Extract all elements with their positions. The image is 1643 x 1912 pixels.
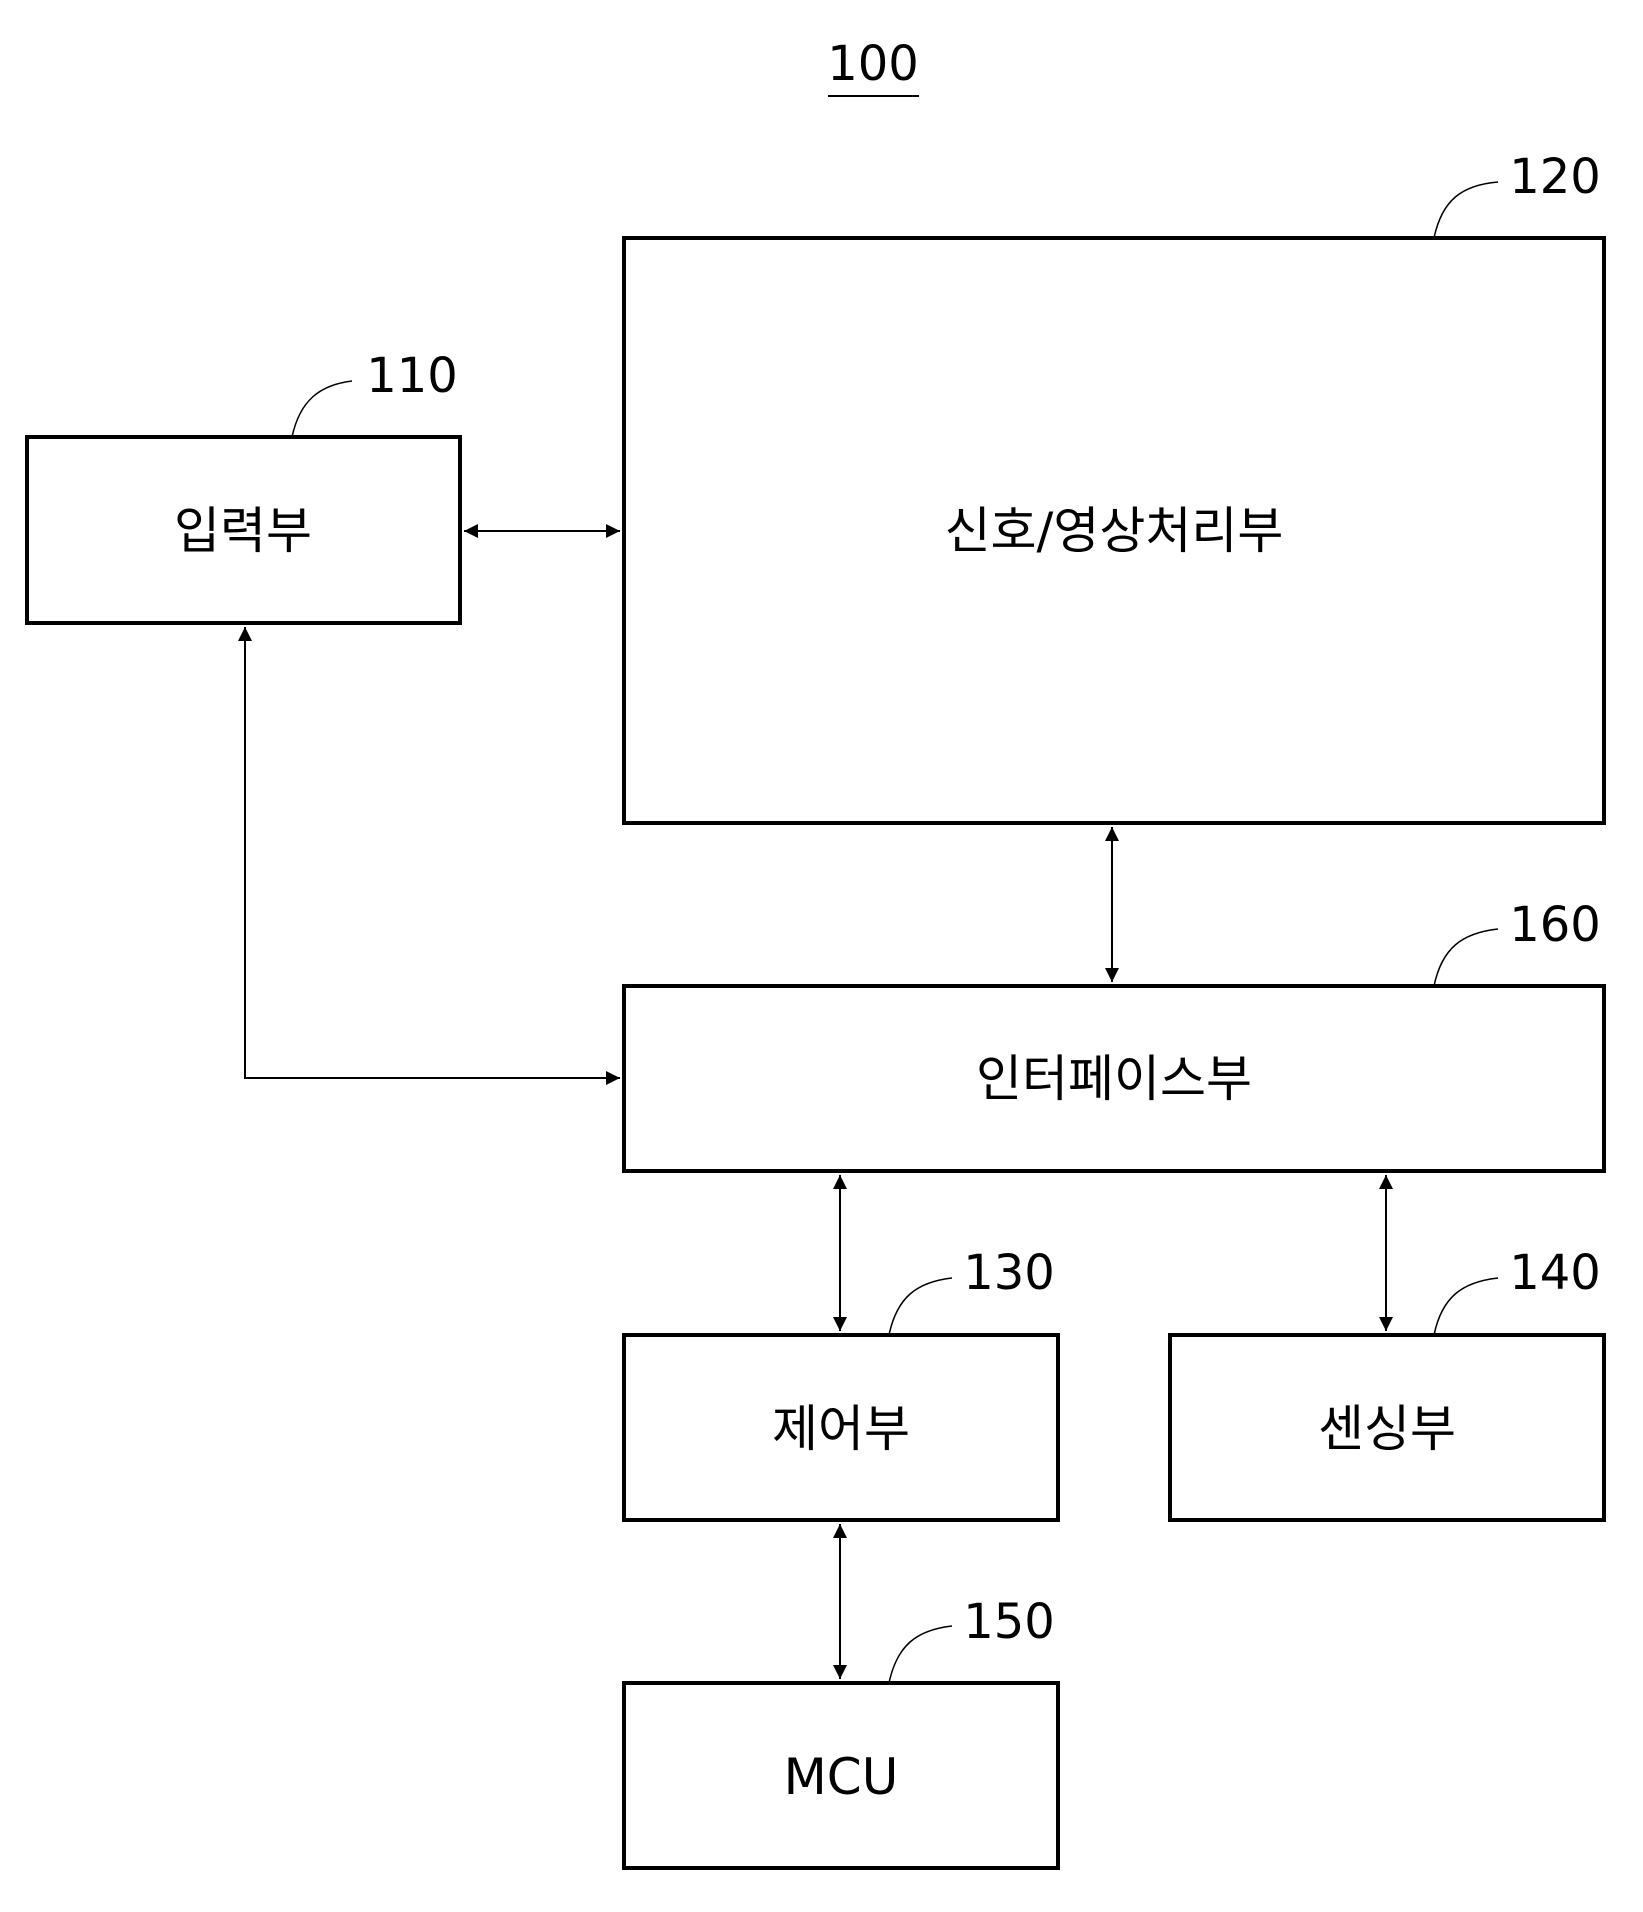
block-input-box: [25, 435, 462, 625]
block-control: 제어부 130: [622, 1245, 1060, 1522]
leader-line-150: [888, 1625, 953, 1684]
arrow-input-interface: [238, 627, 620, 1085]
block-mcu: MCU 150: [622, 1594, 1060, 1870]
ref-110: 110: [366, 348, 458, 404]
ref-140: 140: [1509, 1245, 1601, 1301]
leader-line-120: [1433, 181, 1499, 239]
leader-line-160: [1433, 928, 1499, 987]
block-input-label: 입력부: [174, 502, 312, 560]
ref-150: 150: [963, 1594, 1055, 1650]
block-signal-processing: 신호/영상처리부 120: [622, 149, 1606, 825]
ref-130: 130: [963, 1245, 1055, 1301]
figure-reference: 100: [827, 36, 919, 92]
ref-160: 160: [1509, 897, 1601, 953]
block-signal-processing-box: [622, 236, 1606, 825]
block-sensing-label: 센싱부: [1318, 1400, 1456, 1458]
leader-line-140: [1433, 1277, 1499, 1336]
ref-120: 120: [1509, 149, 1601, 205]
leader-line-130: [888, 1277, 953, 1336]
leader-line-110: [291, 380, 353, 438]
block-mcu-label: MCU: [784, 1748, 899, 1806]
block-interface-label: 인터페이스부: [976, 1050, 1252, 1108]
block-signal-processing-label: 신호/영상처리부: [945, 502, 1284, 560]
block-input: 입력부 110: [25, 348, 462, 625]
block-interface: 인터페이스부 160: [622, 897, 1606, 1173]
block-sensing: 센싱부 140: [1168, 1245, 1606, 1522]
block-interface-box: [622, 984, 1606, 1173]
block-control-label: 제어부: [772, 1400, 910, 1458]
block-sensing-box: [1168, 1333, 1606, 1522]
block-control-box: [622, 1333, 1060, 1522]
block-mcu-box: [622, 1681, 1060, 1870]
